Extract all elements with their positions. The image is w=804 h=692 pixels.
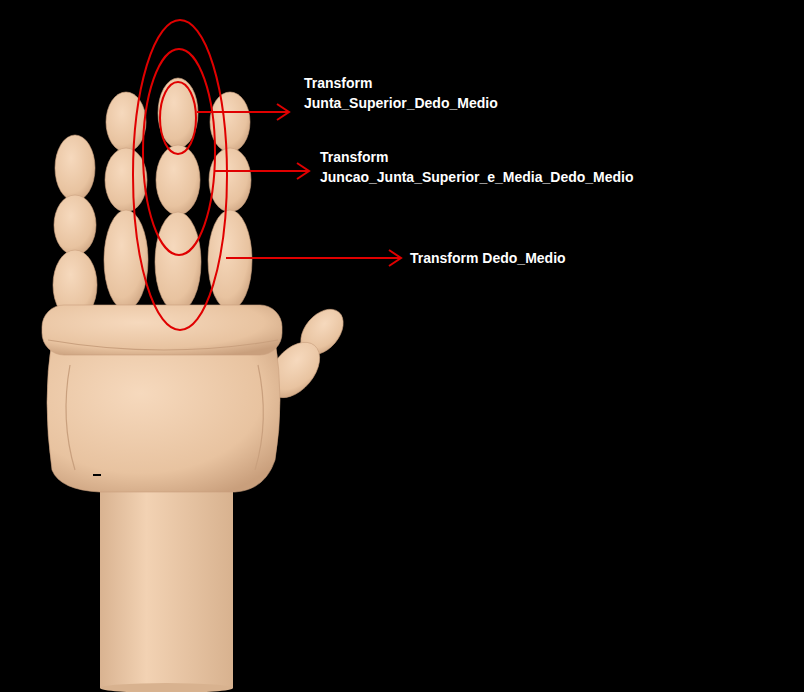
callout-label: Transform Junta_Superior_Dedo_Medio: [304, 73, 498, 113]
callout-label: Transform Juncao_Junta_Superior_e_Media_…: [320, 147, 634, 187]
callout-label: Transform Dedo_Medio: [410, 248, 566, 268]
